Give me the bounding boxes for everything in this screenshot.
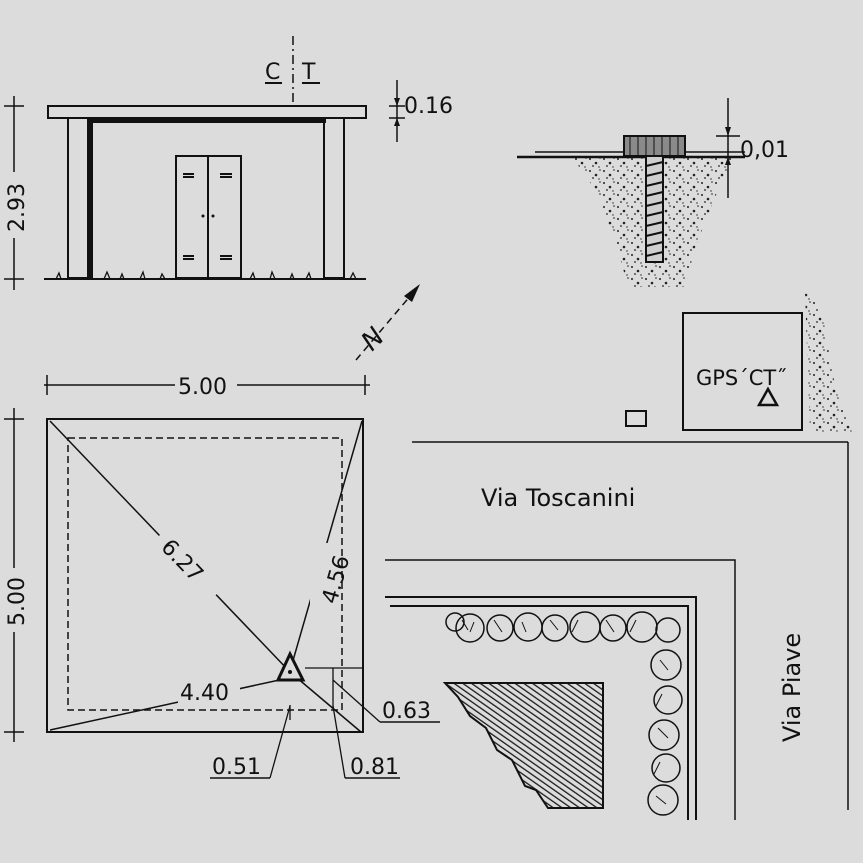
width-dimension-label: 5.00 (178, 375, 227, 400)
footprint-outline (46, 418, 364, 733)
section-label-c: C (265, 60, 280, 85)
north-arrow-shaft (355, 287, 418, 361)
gps-triangle-icon (756, 386, 780, 407)
hedge-row (445, 611, 683, 816)
building-elevation: C T 2.93 (2, 36, 453, 290)
leader-offset-a (332, 679, 381, 723)
grass-tufts (55, 270, 357, 280)
north-arrow: N (355, 284, 420, 361)
marker-dimension-label: 0,01 (740, 138, 789, 163)
left-dimension-label: 4.40 (180, 681, 229, 706)
gps-triangle-marker (275, 650, 306, 682)
gps-label: GPS´CT˝ (696, 366, 787, 390)
right-diagonal-line (291, 420, 363, 665)
survey-marker-detail: 0,01 (517, 98, 789, 287)
north-arrow-label: N (356, 322, 391, 357)
roof-slab (47, 105, 367, 119)
hatched-building (442, 682, 604, 809)
offset-a-label: 0.63 (382, 699, 431, 724)
height-dimension-label: 2.93 (5, 183, 30, 232)
door-vents (183, 173, 232, 260)
gps-reference-block: GPS´CT˝ (625, 292, 852, 432)
street-map: Via Toscanini Via Piave (385, 441, 849, 820)
hedge-texture (461, 619, 669, 805)
offset-c-label: 0.81 (350, 755, 399, 780)
street-name-toscanini: Via Toscanini (481, 484, 635, 512)
site-plan: 5.00 5.00 6.27 4.56 4.40 0.63 (2, 370, 440, 780)
street-name-piave: Via Piave (778, 633, 806, 742)
roof-overhang-outline (67, 437, 343, 711)
small-marker-block (625, 410, 647, 427)
sidewalk-edge-outer (385, 596, 697, 820)
north-arrow-head (404, 284, 420, 302)
roof-dimension-label: 0.16 (404, 94, 453, 119)
left-diagonal-line (49, 678, 285, 731)
section-label-t: T (301, 60, 316, 85)
depth-dimension-label: 5.00 (5, 577, 30, 626)
offset-b-label: 0.51 (212, 755, 261, 780)
sidewalk-edge-inner (390, 605, 689, 820)
leader-offset-c (332, 705, 346, 779)
street-inner-curb (385, 559, 736, 820)
leader-offset-b (269, 705, 291, 779)
screw-thread (645, 161, 664, 257)
right-column (323, 117, 345, 279)
left-column (67, 117, 89, 279)
marker-head-knurl (629, 136, 679, 156)
diagonal-extension (289, 671, 362, 733)
gps-block (682, 312, 803, 431)
gps-block-gravel (805, 292, 852, 432)
